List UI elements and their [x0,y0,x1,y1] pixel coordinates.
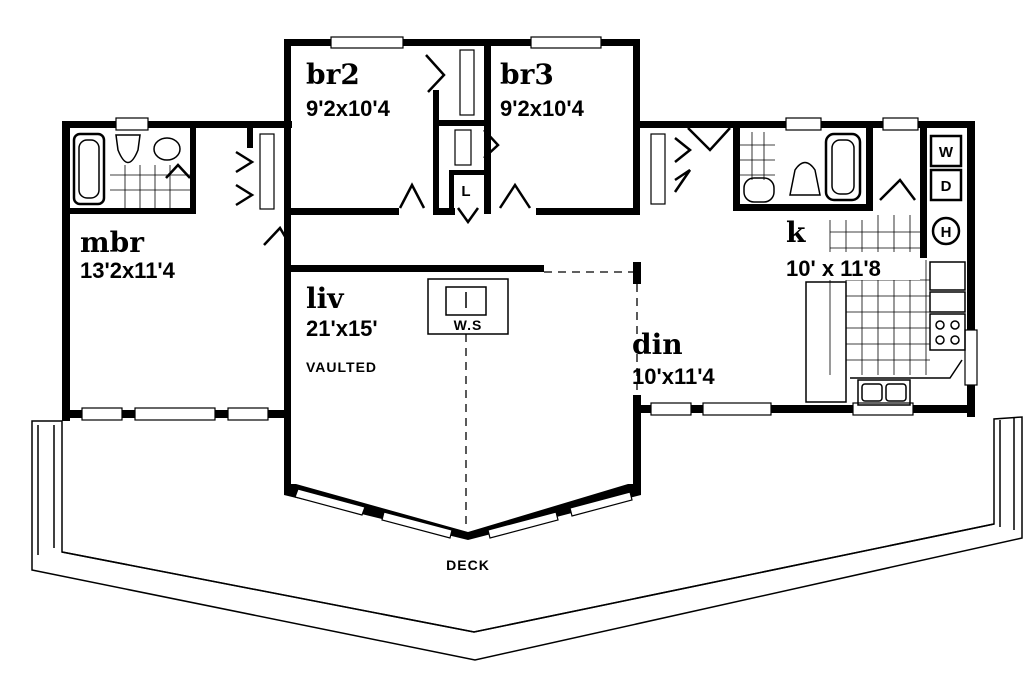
living-fixtures: W.S [427,271,638,525]
liv-note: VAULTED [306,359,377,375]
kitchen-dims: 10' x 11'8 [786,256,881,281]
washer-label: W [939,144,954,161]
liv-name: liv [306,282,344,315]
woodstove-label: W.S [454,317,483,333]
linen-label: L [461,183,470,200]
br3-name: br3 [500,58,554,91]
heater-label: H [941,224,952,241]
br3-dims: 9'2x10'4 [500,96,585,121]
deck-label: DECK [446,557,490,573]
mbr-dims: 13'2x11'4 [80,258,176,283]
kitchen-name: k [786,216,806,249]
mbr-name: mbr [80,226,145,259]
din-dims: 10'x11'4 [632,364,715,389]
mbr-bath [72,132,190,208]
deck [31,416,1023,661]
laundry: W D H [929,134,963,246]
hall-bath [740,132,862,203]
windows [81,36,978,539]
din-name: din [632,328,683,361]
room-labels: br2 9'2x10'4 br3 9'2x10'4 mbr 13'2x11'4 … [80,58,881,573]
br2-name: br2 [306,58,360,91]
br2-dims: 9'2x10'4 [306,96,391,121]
dryer-label: D [941,178,952,195]
liv-dims: 21'x15' [306,316,378,341]
kitchen-fixtures [780,215,966,406]
